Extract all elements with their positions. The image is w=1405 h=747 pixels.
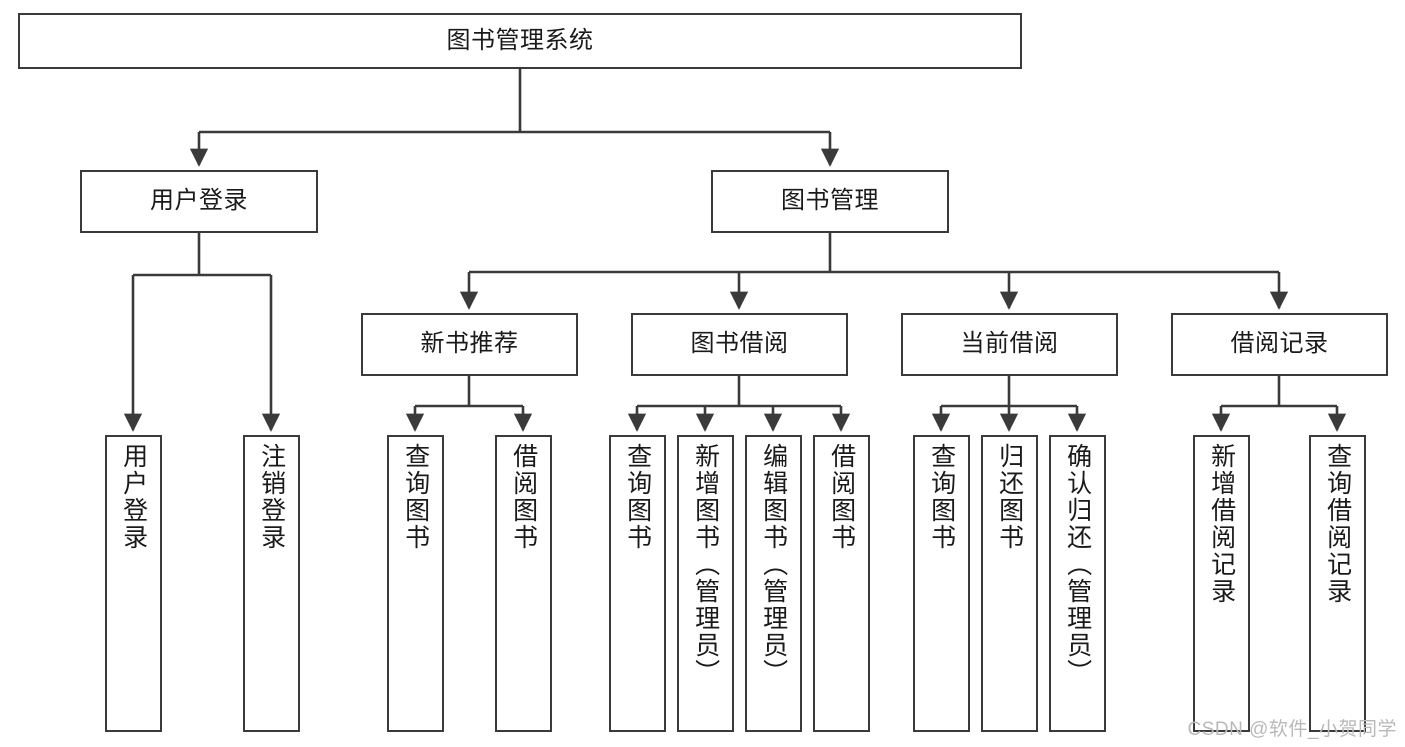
node-leaf-borrow-book[interactable]: 借阅图书 [813, 435, 870, 732]
node-label: 用户登录 [150, 187, 248, 215]
node-borrow-record[interactable]: 借阅记录 [1171, 313, 1388, 376]
node-new-book-recommend[interactable]: 新书推荐 [361, 313, 578, 376]
node-leaf-user-login[interactable]: 用户登录 [105, 435, 162, 732]
node-label: 新增图书（管理员） [691, 443, 720, 686]
node-leaf-add-borrow-record[interactable]: 新增借阅记录 [1193, 435, 1250, 732]
node-label: 借阅图书 [509, 443, 538, 551]
node-label: 编辑图书（管理员） [759, 443, 788, 686]
node-leaf-borrow-book-recommend[interactable]: 借阅图书 [495, 435, 552, 732]
node-leaf-query-book-current[interactable]: 查询图书 [913, 435, 970, 732]
node-label: 查询图书 [401, 443, 430, 551]
node-label: 查询借阅记录 [1323, 443, 1352, 605]
node-label: 查询图书 [623, 443, 652, 551]
node-label: 图书管理系统 [446, 26, 594, 54]
node-current-borrow[interactable]: 当前借阅 [901, 313, 1118, 376]
node-book-management[interactable]: 图书管理 [711, 170, 949, 233]
node-label: 当前借阅 [960, 330, 1059, 358]
node-leaf-confirm-return-admin[interactable]: 确认归还（管理员） [1049, 435, 1106, 732]
node-leaf-logout[interactable]: 注销登录 [243, 435, 300, 732]
node-leaf-edit-book-admin[interactable]: 编辑图书（管理员） [745, 435, 802, 732]
node-label: 注销登录 [257, 443, 286, 551]
node-user-login[interactable]: 用户登录 [80, 170, 318, 233]
node-label: 新书推荐 [420, 330, 519, 358]
node-label: 图书借阅 [690, 330, 789, 358]
node-book-borrow[interactable]: 图书借阅 [631, 313, 848, 376]
node-label: 借阅图书 [827, 443, 856, 551]
node-leaf-return-book[interactable]: 归还图书 [981, 435, 1038, 732]
node-label: 查询图书 [927, 443, 956, 551]
node-label: 确认归还（管理员） [1063, 443, 1092, 686]
node-label: 用户登录 [119, 443, 148, 551]
node-leaf-query-borrow-record[interactable]: 查询借阅记录 [1309, 435, 1366, 732]
node-label: 新增借阅记录 [1207, 443, 1236, 605]
node-leaf-add-book-admin[interactable]: 新增图书（管理员） [677, 435, 734, 732]
node-root-book-management-system[interactable]: 图书管理系统 [18, 13, 1022, 69]
node-label: 借阅记录 [1230, 330, 1329, 358]
node-label: 归还图书 [995, 443, 1024, 551]
node-leaf-query-book-borrow[interactable]: 查询图书 [609, 435, 666, 732]
csdn-watermark: CSDN @软件_小贺同学 [1187, 719, 1397, 740]
node-leaf-query-book-recommend[interactable]: 查询图书 [387, 435, 444, 732]
node-label: 图书管理 [781, 187, 879, 215]
